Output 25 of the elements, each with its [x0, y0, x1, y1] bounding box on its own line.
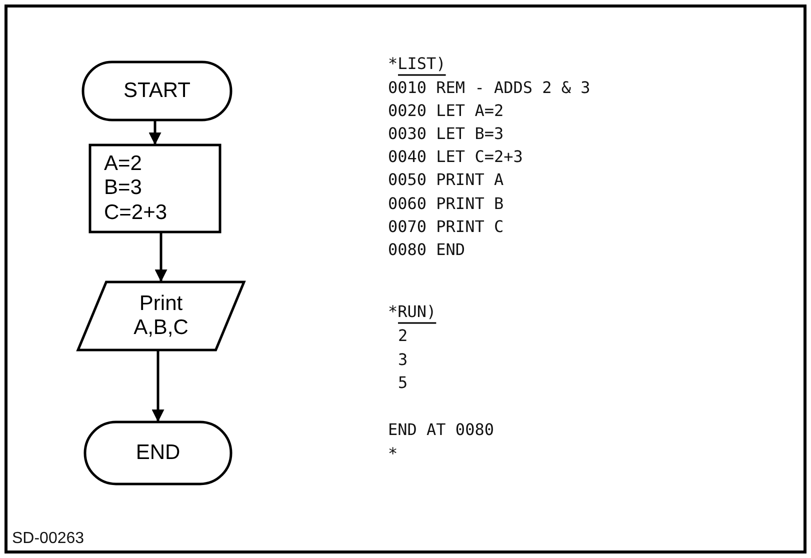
- code-text: 5: [398, 375, 408, 391]
- code-text: 2: [398, 328, 408, 344]
- code-text: 0020 LET A=2: [388, 103, 504, 119]
- node-text: Print A,B,C: [132, 292, 190, 340]
- code-text: *LIST): [388, 56, 446, 72]
- code-text: 0070 PRINT C: [388, 219, 504, 235]
- arrow: [148, 120, 162, 145]
- code-text: 3: [398, 352, 408, 368]
- arrow: [152, 350, 164, 422]
- code-text: 0010 REM - ADDS 2 & 3: [388, 80, 590, 96]
- code-text: 0080 END: [388, 242, 466, 258]
- node-text: C=2+3: [104, 200, 168, 225]
- node-text: A=2: [104, 152, 142, 176]
- code-text: *: [388, 446, 398, 462]
- arrow: [154, 232, 168, 282]
- figure-number: SD-00263: [12, 531, 84, 547]
- code-text: END AT 0080: [388, 422, 494, 438]
- code-text: 0030 LET B=3: [388, 126, 504, 142]
- code-text: 0060 PRINT B: [388, 196, 504, 212]
- code-text: 0050 PRINT A: [388, 172, 504, 188]
- node-text: START: [124, 78, 190, 104]
- code-text: *RUN): [388, 304, 436, 320]
- node-text: B=3: [104, 176, 142, 201]
- node-text: END: [136, 440, 180, 466]
- code-text: 0040 LET C=2+3: [388, 149, 523, 165]
